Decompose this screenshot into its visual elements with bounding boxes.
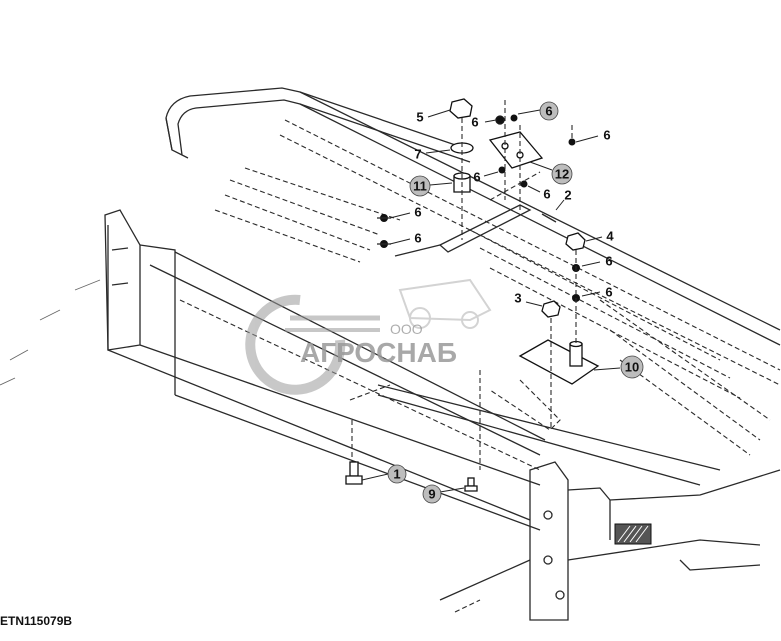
callout-label: 11 [413,179,427,194]
callout-label: 6 [605,285,612,300]
callout-label: 6 [545,104,552,119]
callout-label: 6 [543,187,550,202]
callout-label: 5 [416,110,423,125]
callout-label: 6 [414,205,421,220]
callouts: 5 6 6 6 7 12 11 6 6 2 6 6 [361,101,644,504]
watermark-logo [245,278,492,395]
callout-label: 6 [471,115,478,130]
callout-label: 6 [605,254,612,269]
figure-code: ETN115079B [0,614,73,628]
callout-label: 7 [414,147,421,162]
lower-mount-hardware [345,232,600,492]
callout-label: 6 [414,231,421,246]
callout-label: 2 [564,188,571,203]
callout-label: 9 [428,487,435,502]
callout-label: 6 [603,128,610,143]
callout-label: 4 [606,229,614,244]
callout-label: 10 [625,360,639,375]
upper-mount-hardware [377,98,576,248]
watermark-name: АГРОСНАБ [300,337,457,368]
watermark-prefix: ООО [390,321,423,337]
mower-frame [0,87,781,621]
callout-label: 3 [514,291,521,306]
callout-label: 6 [473,170,480,185]
callout-label: 1 [393,467,400,482]
callout-label: 12 [555,167,569,182]
